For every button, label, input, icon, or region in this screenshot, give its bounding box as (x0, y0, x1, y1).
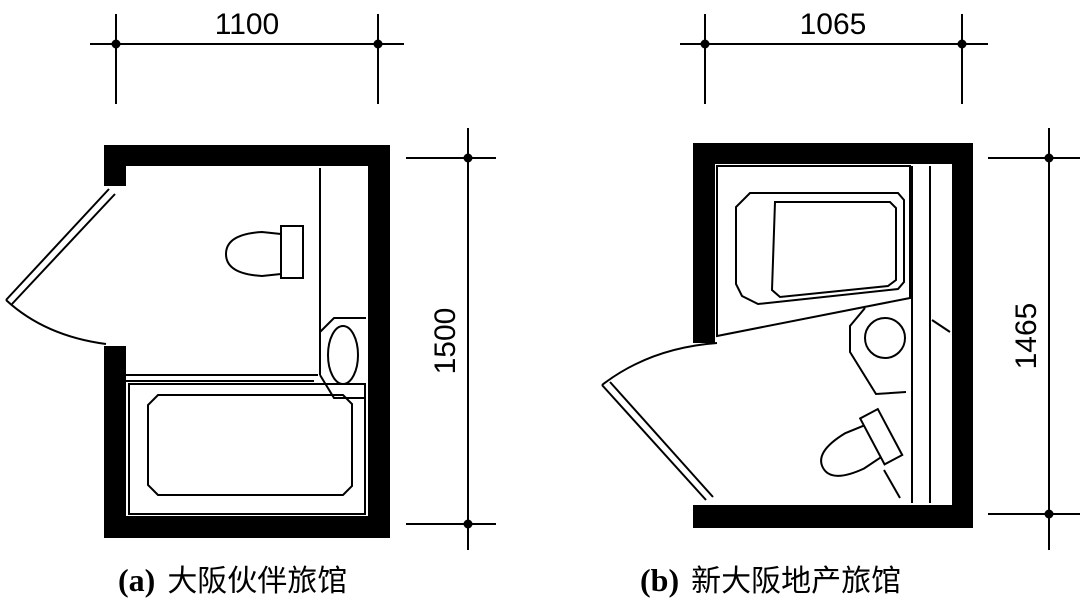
plan-b-sink (864, 317, 906, 359)
plan-b-basin-counter (849, 307, 951, 396)
plan-a-bathtub (128, 383, 366, 515)
plan-a-counter (126, 168, 366, 399)
plan-a-toilet (224, 225, 304, 279)
plan-a-width-label: 1100 (215, 8, 280, 41)
caption-a-name: 大阪伙伴旅馆 (167, 564, 348, 599)
plan-b-depth-label: 1465 (1010, 303, 1043, 370)
caption-b: (b) 新大阪地产旅馆 (640, 556, 901, 600)
plan-a-depth-label: 1500 (429, 308, 462, 375)
caption-b-label: (b) (640, 562, 680, 598)
plan-a-door (5, 188, 116, 345)
plan-b-toilet (820, 407, 904, 499)
caption-a: (a) 大阪伙伴旅馆 (118, 556, 347, 600)
plan-b-depth-dimension (988, 128, 1080, 550)
plan-b-width-label: 1065 (800, 8, 867, 41)
plan-a-width-dimension (90, 14, 404, 104)
plan-b-width-dimension (680, 14, 988, 104)
plan-a: 1100 1500 (5, 8, 496, 550)
plan-b-partition (911, 166, 931, 503)
caption-a-label: (a) (118, 562, 156, 598)
plan-a-depth-dimension (406, 128, 496, 550)
plan-a-walls (104, 145, 390, 538)
caption-b-name: 新大阪地产旅馆 (691, 564, 902, 599)
plan-b-bathtub (716, 165, 911, 338)
plan-b-door (601, 342, 718, 501)
plan-a-sink (327, 325, 359, 385)
plan-b: 1065 1465 (601, 8, 1080, 550)
